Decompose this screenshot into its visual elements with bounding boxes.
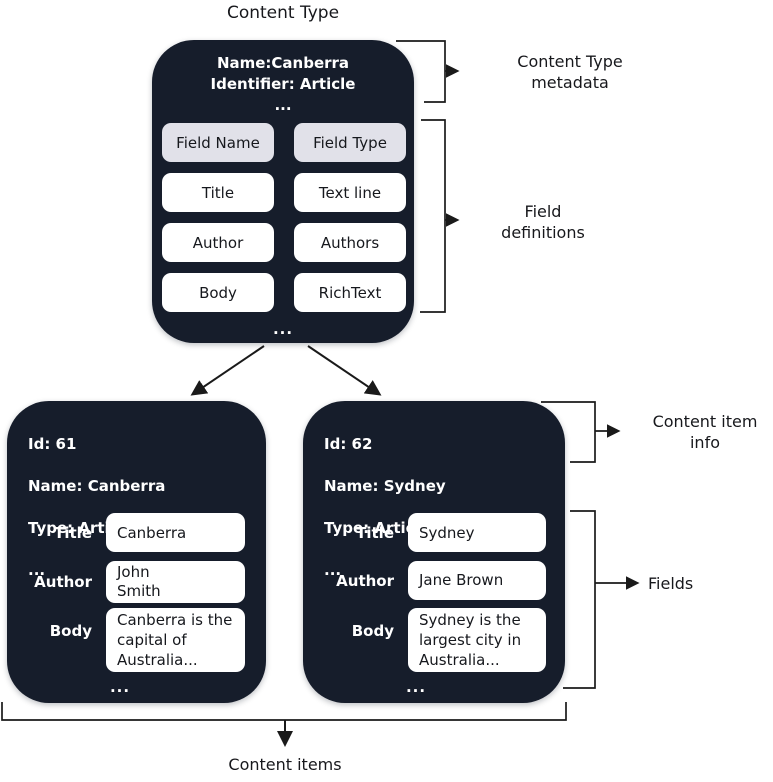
content-item-info-label: Content item info <box>652 412 758 452</box>
field-name-chip-author: Author <box>162 223 274 262</box>
fields-bracket <box>563 510 596 689</box>
field-value-title: Sydney <box>408 513 546 552</box>
content-type-meta-ellipsis: ... <box>274 96 292 114</box>
field-value-author: Jane Brown <box>408 561 546 600</box>
field-name-chip-title: Title <box>162 173 274 212</box>
content-item-canberra-box: Id: 61 Name: Canberra Type: Article ... … <box>7 401 266 703</box>
field-definitions-bracket <box>420 119 446 313</box>
content-type-box: Name:Canberra Identifier: Article ... Fi… <box>152 40 414 343</box>
item-more-ellipsis: ... <box>109 678 131 696</box>
field-label-body: Body <box>49 622 92 640</box>
field-name-header-chip: Field Name <box>162 123 274 162</box>
field-value-body: Sydney is the largest city in Australia.… <box>408 608 546 672</box>
fields-label: Fields <box>648 574 694 593</box>
field-label-body: Body <box>351 622 394 640</box>
field-row-author: Author Jane Brown <box>303 561 546 600</box>
content-type-identifier: Identifier: Article <box>210 75 356 93</box>
arrow-to-sydney-item <box>307 345 382 396</box>
field-type-chip-authors: Authors <box>294 223 406 262</box>
field-type-chip-richtext: RichText <box>294 273 406 312</box>
field-type-chip-text-line: Text line <box>294 173 406 212</box>
field-type-header-chip: Field Type <box>294 123 406 162</box>
field-label-author: Author <box>34 573 92 591</box>
item-id: Id: 62 <box>324 435 373 453</box>
field-value-title: Canberra <box>106 513 245 552</box>
item-id: Id: 61 <box>28 435 77 453</box>
field-row-title: Title Canberra <box>7 513 245 552</box>
field-value-body: Canberra is the capital of Australia... <box>106 608 245 672</box>
field-label-title: Title <box>54 523 92 542</box>
field-row-title: Title Sydney <box>303 513 546 552</box>
field-definitions-label: Field definitions <box>501 202 585 242</box>
item-name: Name: Sydney <box>324 477 446 495</box>
arrow-to-canberra-item <box>190 345 265 396</box>
field-row-author: Author John Smith <box>7 561 245 603</box>
item-meta-ellipsis: ... <box>28 561 46 579</box>
diagram-title: Content Type <box>226 3 340 23</box>
field-name-chip-body: Body <box>162 273 274 312</box>
content-type-name: Name:Canberra <box>216 54 350 72</box>
content-type-more-ellipsis: ... <box>272 320 294 338</box>
field-label-title: Title <box>356 523 394 542</box>
content-items-label: Content items <box>228 755 342 774</box>
item-name: Name: Canberra <box>28 477 166 495</box>
content-items-bracket <box>1 702 567 721</box>
item-meta-ellipsis: ... <box>324 561 342 579</box>
field-row-body: Body Canberra is the capital of Australi… <box>7 608 245 672</box>
content-type-meta: Name:Canberra Identifier: Article ... <box>152 40 414 116</box>
field-value-author: John Smith <box>106 561 245 603</box>
field-label-author: Author <box>336 571 394 590</box>
field-row-body: Body Sydney is the largest city in Austr… <box>303 608 546 672</box>
field-definitions-grid: Field Name Field Type Title Text line Au… <box>162 123 406 312</box>
content-item-sydney-box: Id: 62 Name: Sydney Type: Article ... Ti… <box>303 401 565 703</box>
content-type-metadata-label: Content Type metadata <box>517 52 623 92</box>
item-more-ellipsis: ... <box>405 678 427 696</box>
